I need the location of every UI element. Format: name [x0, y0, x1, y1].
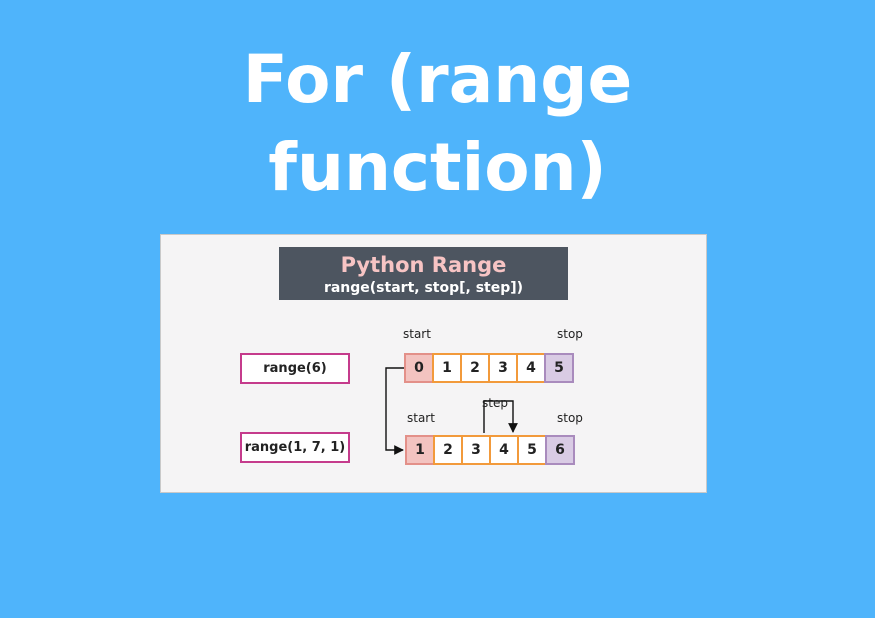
row2-cells: 1 2 3 4 5 6 [405, 435, 575, 465]
row2-cell: 3 [461, 435, 491, 465]
page-title-line-2: function) [268, 129, 607, 206]
row1-cell: 3 [488, 353, 518, 383]
row2-stop-label: stop [557, 411, 583, 425]
row2-cell: 2 [433, 435, 463, 465]
row2-cell: 5 [517, 435, 547, 465]
row1-start-label: start [403, 327, 431, 341]
row2-cell: 6 [545, 435, 575, 465]
range-1-7-1-call: range(1, 7, 1) [240, 432, 350, 463]
row1-cells: 0 1 2 3 4 5 [404, 353, 574, 383]
diagram-header-title: Python Range [340, 253, 507, 277]
step-arrow [483, 400, 518, 433]
page-title-line-1: For (range [242, 41, 633, 118]
row2-step-label: step [482, 396, 508, 410]
row1-cell: 0 [404, 353, 434, 383]
row-connector-arrow [385, 367, 404, 455]
row1-cell: 5 [544, 353, 574, 383]
page-title: For (range function) [0, 36, 875, 212]
range-6-call: range(6) [240, 353, 350, 384]
connector-arrows [385, 367, 518, 455]
row1-stop-label: stop [557, 327, 583, 341]
row1-cell: 2 [460, 353, 490, 383]
row2-cell: 1 [405, 435, 435, 465]
row1-cell: 4 [516, 353, 546, 383]
diagram-header: Python Range range(start, stop[, step]) [279, 247, 568, 300]
range-diagram: Python Range range(start, stop[, step]) … [160, 234, 707, 493]
row2-cell: 4 [489, 435, 519, 465]
row2-start-label: start [407, 411, 435, 425]
row1-cell: 1 [432, 353, 462, 383]
diagram-header-signature: range(start, stop[, step]) [323, 280, 524, 296]
